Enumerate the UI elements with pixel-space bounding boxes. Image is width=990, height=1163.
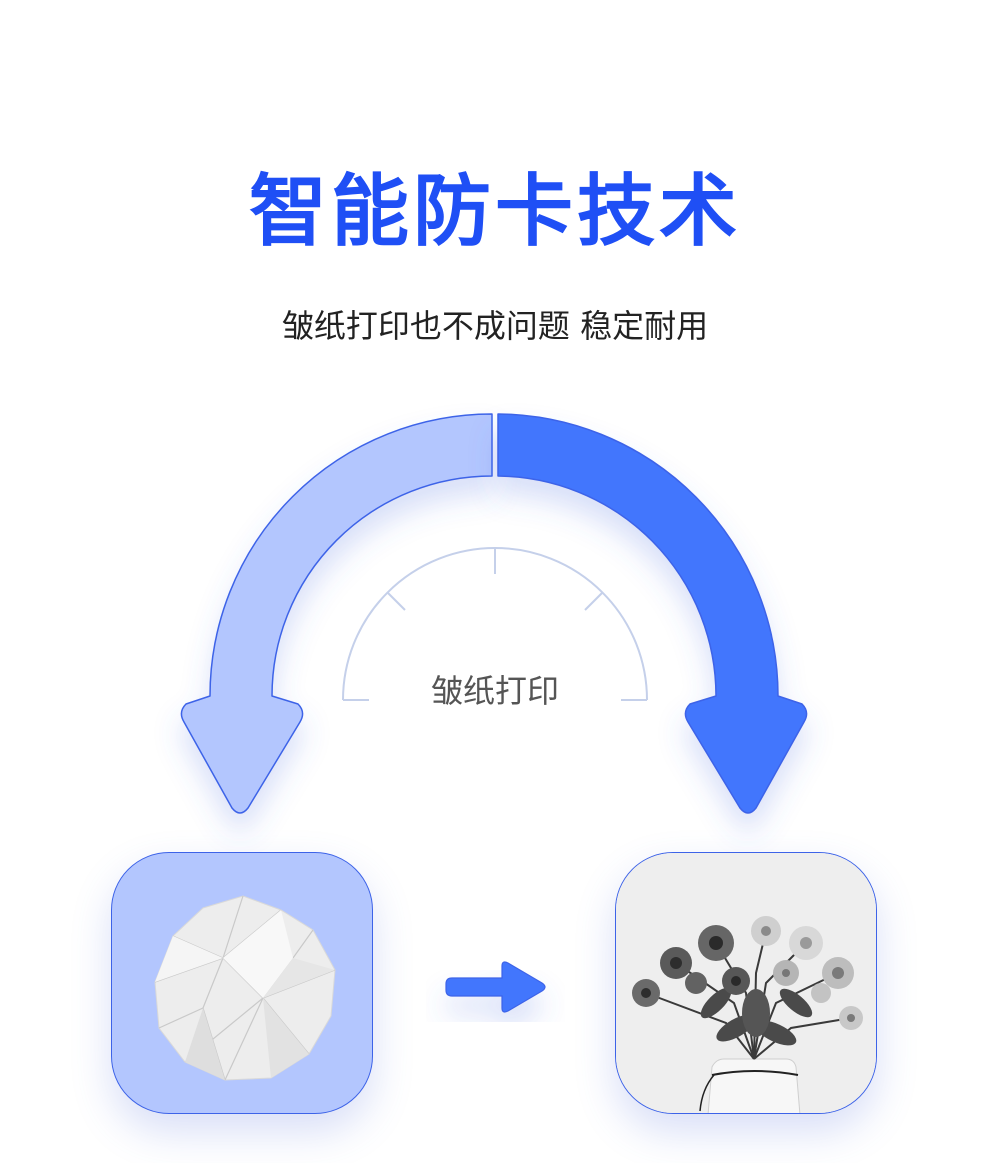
gauge bbox=[342, 547, 648, 701]
transition-arrow-icon bbox=[445, 961, 546, 1013]
page-title: 智能防卡技术 bbox=[248, 167, 741, 257]
printed-photo-card bbox=[615, 852, 877, 1114]
light-arc-arrow bbox=[180, 413, 493, 814]
dark-arc-arrow bbox=[497, 413, 808, 814]
page-subtitle: 皱纸打印也不成问题 稳定耐用 bbox=[281, 307, 709, 345]
gauge-tick bbox=[584, 591, 604, 611]
crumpled-paper-image bbox=[154, 895, 336, 1081]
gauge-tick bbox=[386, 591, 406, 611]
flower-vase-photo bbox=[616, 853, 876, 1113]
gauge-label: 皱纸打印 bbox=[430, 672, 559, 710]
crumpled-paper-card bbox=[111, 852, 373, 1114]
